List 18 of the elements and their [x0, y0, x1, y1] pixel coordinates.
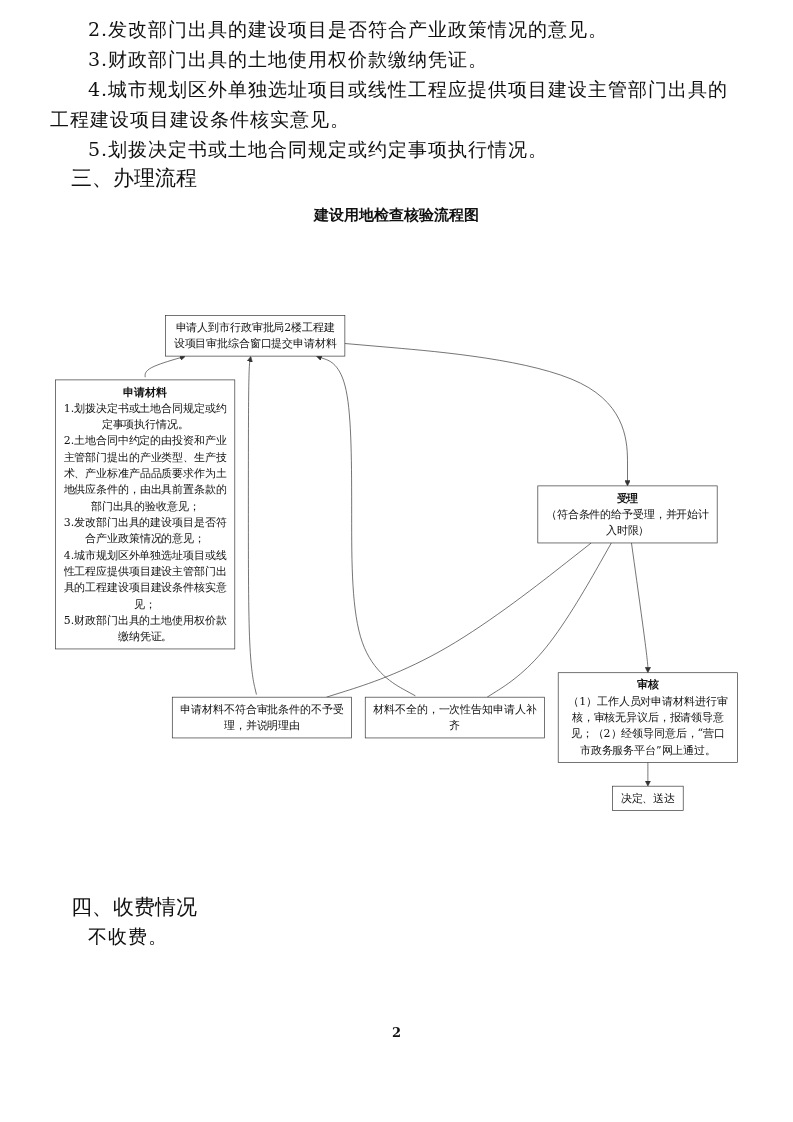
node-box: 受理 （符合条件的给予受理，并开始计入时限） — [537, 485, 718, 544]
node-box: 申请材料不符合审批条件的不予受理，并说明理由 — [171, 696, 352, 739]
paragraph: 2.发改部门出具的建设项目是否符合产业政策情况的意见。 — [87, 17, 610, 42]
connector — [486, 542, 612, 698]
node-box: 申请材料 1.划拨决定书或土地合同规定或约定事项执行情况。 2.土地合同中约定的由投资和产业主管部门提出的产业类型、生产技术、产业标准产品品质要求作为土地供应条件的，由出具前置条款的部门出具的验收意见； 3.发改部门出具的建设项目是否符合产业政策情况的意见； 4.城市规划区外单独选址项目或线性工程应提供项目建设主管部门出具的工程建设项目建设条件核实意见； 5.财政部门出具的土地使用权价款缴纳凭证。 — [55, 379, 236, 650]
paragraph: 不收费。 — [87, 924, 169, 949]
connector — [326, 542, 592, 698]
paragraph: 5.划拨决定书或土地合同规定或约定事项执行情况。 — [87, 137, 550, 162]
page-number: 2 — [390, 1025, 402, 1040]
section-heading: 三、办理流程 — [71, 165, 198, 192]
diagram-title: 建设用地检查核验流程图 — [312, 206, 480, 225]
paragraph: 4.城市规划区外单独选址项目或线性工程应提供项目建设主管部门出具的工程建设项目建设条件核实意见。 — [50, 77, 730, 132]
paragraph: 3.财政部门出具的土地使用权价款缴纳凭证。 — [87, 47, 490, 72]
node-box: 决定、送达 — [612, 785, 684, 811]
node-box: 申请人到市行政审批局2楼工程建设项目审批综合窗口提交申请材料 — [165, 315, 346, 357]
node-box: 审核 （1）工作人员对申请材料进行审核，审核无异议后，报请领导意见；（2）经领导同意后，“营口市政务服务平台”网上通过。 — [557, 672, 738, 763]
node-box: 材料不全的，一次性告知申请人补齐 — [364, 696, 545, 739]
section-heading: 四、收费情况 — [71, 894, 198, 921]
